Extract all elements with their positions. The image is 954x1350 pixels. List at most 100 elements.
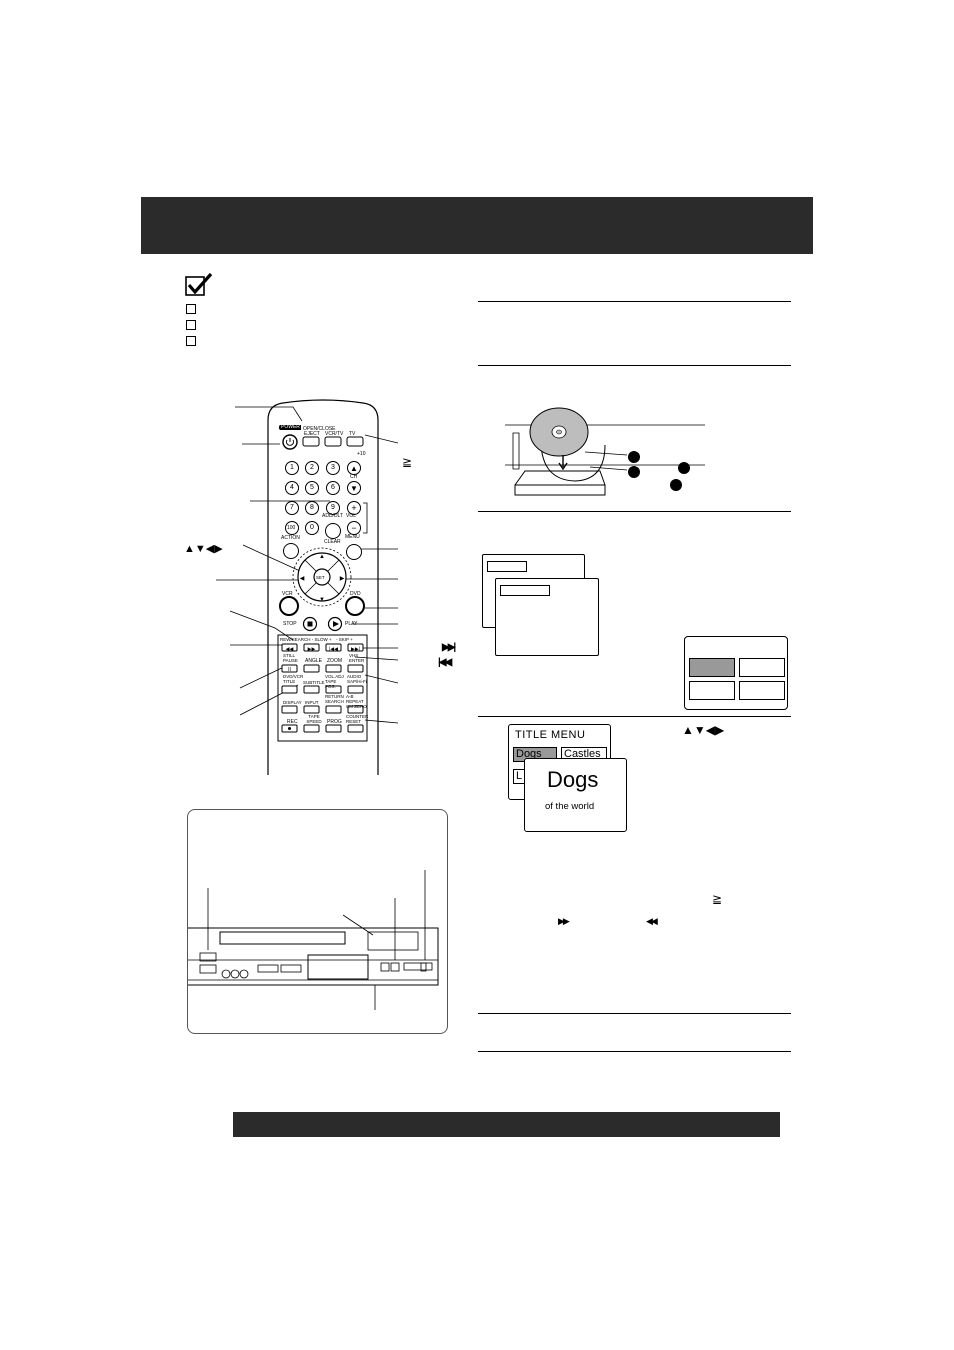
return-label: RETURN SEARCH: [325, 694, 344, 704]
dvd-label: DVD: [350, 591, 361, 597]
fast-forward-icon: ▶▶: [558, 916, 570, 926]
skip-next-icon: ▶▶|: [442, 642, 456, 653]
prog-label: PROG: [327, 719, 342, 725]
num-5: 5: [310, 484, 314, 491]
num-2: 2: [310, 464, 314, 471]
dvd-button: [345, 596, 365, 616]
set-button: [313, 568, 331, 586]
num-9: 9: [331, 504, 335, 511]
action-label: ACTION: [281, 535, 300, 541]
svg-text:▼: ▼: [350, 484, 358, 493]
section-divider: [478, 1013, 791, 1014]
direction-arrows-icon: ▲▼◀▶: [184, 543, 223, 555]
tv-label: TV: [349, 431, 356, 437]
num-3: 3: [331, 464, 335, 471]
svg-text:▶▶: ▶▶: [308, 647, 316, 653]
grid-cell[interactable]: [739, 658, 785, 677]
zoom-label: ZOOM: [327, 658, 342, 664]
rec-label: REC: [287, 719, 298, 725]
eject-label: EJECT: [304, 431, 320, 437]
still-pause-label: STILL PAUSE: [283, 653, 298, 663]
num-100: 100: [287, 525, 296, 531]
front-panel-illustration: [188, 870, 439, 1010]
vcr-tv-label: VCR/TV: [325, 431, 344, 437]
svg-text:|◀◀: |◀◀: [329, 647, 338, 653]
remote-control-illustration: ▲ ▼ + − ▲ ▼ ◀ ▶ ◀◀ ▶▶ |◀◀ ▶▶| II: [216, 399, 399, 775]
checklist-box: [186, 320, 196, 330]
clear-label: CLEAR: [324, 539, 341, 545]
play-label: PLAY: [345, 621, 358, 627]
svg-text:−: −: [351, 523, 356, 533]
counter-reset-label: COUNTER RESET: [346, 714, 369, 724]
section-divider: [478, 511, 791, 512]
svg-text:▶: ▶: [340, 576, 345, 582]
tv-button: [346, 436, 364, 447]
add-dlt-label: ADD/DLT: [322, 513, 344, 519]
num-0: 0: [310, 524, 314, 531]
footer-bar: [233, 1112, 780, 1137]
title-bar: [141, 197, 813, 254]
stop-label: STOP: [283, 621, 297, 627]
rew-slow-label: REW/SEARCH - SLOW +: [280, 637, 332, 642]
num-7: 7: [290, 504, 294, 511]
vcr-label: VCR: [282, 591, 293, 597]
check-icon: [185, 272, 213, 296]
svg-text:▼: ▼: [319, 597, 325, 603]
preview-title: Dogs: [547, 767, 599, 792]
eject-button: [302, 436, 320, 447]
num-8: 8: [310, 504, 314, 511]
display-label: DISPLAY: [283, 700, 302, 705]
subtitle-label: SUBTITLE: [303, 680, 325, 685]
section-divider: [478, 301, 791, 302]
power-label: POWER: [280, 424, 301, 430]
input-label: INPUT: [305, 700, 319, 705]
ten-label: +10: [357, 451, 366, 457]
direction-arrows-icon: ▲▼◀▶: [682, 723, 725, 737]
vhs-enter-label: VHS ENTER: [349, 653, 365, 663]
checklist-box: [186, 304, 196, 314]
open-close-label: OPEN/CLOSE: [303, 426, 336, 432]
set-label: SET: [316, 575, 325, 580]
num-1: 1: [290, 464, 294, 471]
skip-prev-icon: |◀◀: [438, 657, 452, 668]
svg-text:◀: ◀: [300, 576, 305, 582]
svg-text:▶▶|: ▶▶|: [351, 647, 360, 653]
ge-symbol: ≧: [712, 892, 723, 906]
osd-selector: [500, 585, 550, 596]
ch-label: CH: [350, 474, 358, 480]
svg-text:II: II: [288, 667, 291, 673]
menu-label: MENU: [345, 534, 360, 540]
svg-text:▲: ▲: [319, 554, 325, 560]
dvd-vcr-title-label: DVD/VCR TITLE: [283, 674, 304, 684]
vol-adj-label: VOL.ADJ TAPE POS.: [325, 674, 344, 689]
grid-cell[interactable]: [739, 681, 785, 700]
skip-label: - SKIP +: [336, 637, 353, 642]
checklist-box: [186, 336, 196, 346]
title-preview-screen: Dogs of the world: [524, 758, 627, 832]
svg-text:◀◀: ◀◀: [286, 647, 294, 653]
svg-text:▲: ▲: [350, 464, 358, 473]
front-panel-box: [187, 809, 448, 1034]
osd-selector: [487, 561, 527, 572]
vcr-tv-button: [324, 436, 342, 447]
section-divider: [478, 365, 791, 366]
title-menu-heading: TITLE MENU: [515, 729, 586, 741]
repeat-label: A-B REPEAT CM ZERO: [346, 694, 367, 709]
rewind-icon: ◀◀: [646, 916, 658, 926]
num-6: 6: [331, 484, 335, 491]
osd-screen-front: [495, 578, 599, 656]
num-4: 4: [290, 484, 294, 491]
tape-speed-label: TAPE SPEED: [306, 714, 322, 724]
ge-symbol: ≧: [402, 455, 413, 469]
svg-text:+: +: [351, 503, 356, 513]
audio-label: AUDIO SAP/Hi-Fi: [347, 674, 367, 684]
grid-cell-selected[interactable]: [689, 658, 735, 677]
vcr-button: [279, 596, 299, 616]
section-divider: [478, 1051, 791, 1052]
preview-subtitle: of the world: [545, 801, 595, 812]
angle-label: ANGLE: [305, 658, 322, 664]
grid-cell[interactable]: [689, 681, 735, 700]
vol-label: VOL: [346, 513, 357, 519]
section-divider: [478, 716, 791, 717]
disc-tray-illustration: [505, 407, 705, 496]
